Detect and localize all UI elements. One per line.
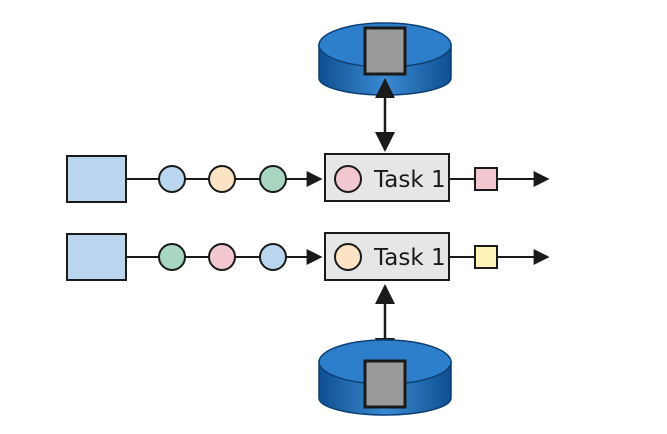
- pipeline-row-1: Task 1: [66, 153, 550, 203]
- row-1-event-1: [158, 165, 186, 193]
- state-store-bottom: [318, 339, 452, 416]
- state-store-top: [318, 22, 452, 96]
- row-2-event-1: [158, 243, 186, 271]
- row-1-event-3: [259, 165, 287, 193]
- row-1-task-label: Task 1: [373, 167, 446, 193]
- row-1-source: [66, 155, 127, 203]
- row-1-event-2: [208, 165, 236, 193]
- state-store-bottom-block: [363, 359, 407, 409]
- row-1-output-event: [474, 167, 498, 191]
- row-2-output-event: [474, 245, 498, 269]
- row-2-source: [66, 233, 127, 281]
- row-2-task-state: [334, 243, 362, 271]
- state-store-top-block: [363, 26, 407, 76]
- row-2-task-label: Task 1: [373, 245, 446, 271]
- row-1-task-state: [334, 165, 362, 193]
- row-2-event-2: [208, 243, 236, 271]
- row-2-event-3: [259, 243, 287, 271]
- pipeline-row-2: Task 1: [66, 232, 550, 281]
